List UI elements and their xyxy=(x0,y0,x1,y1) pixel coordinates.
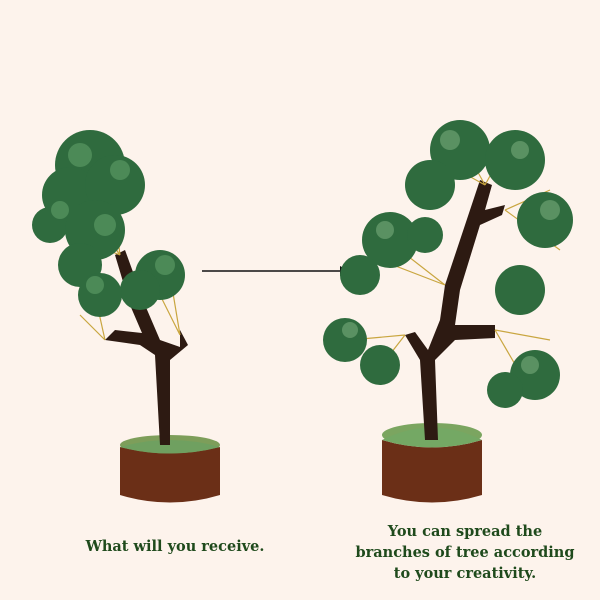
compact-tree-image xyxy=(32,130,220,503)
caption-line: to your creativity. xyxy=(393,565,537,582)
caption-line: branches of tree according xyxy=(355,544,575,561)
caption-line: You can spread the xyxy=(387,523,543,540)
spread-tree-image xyxy=(323,120,573,503)
caption-spread-branches: You can spread the branches of tree acco… xyxy=(345,521,585,584)
caption-what-you-receive: What will you receive. xyxy=(85,538,265,555)
